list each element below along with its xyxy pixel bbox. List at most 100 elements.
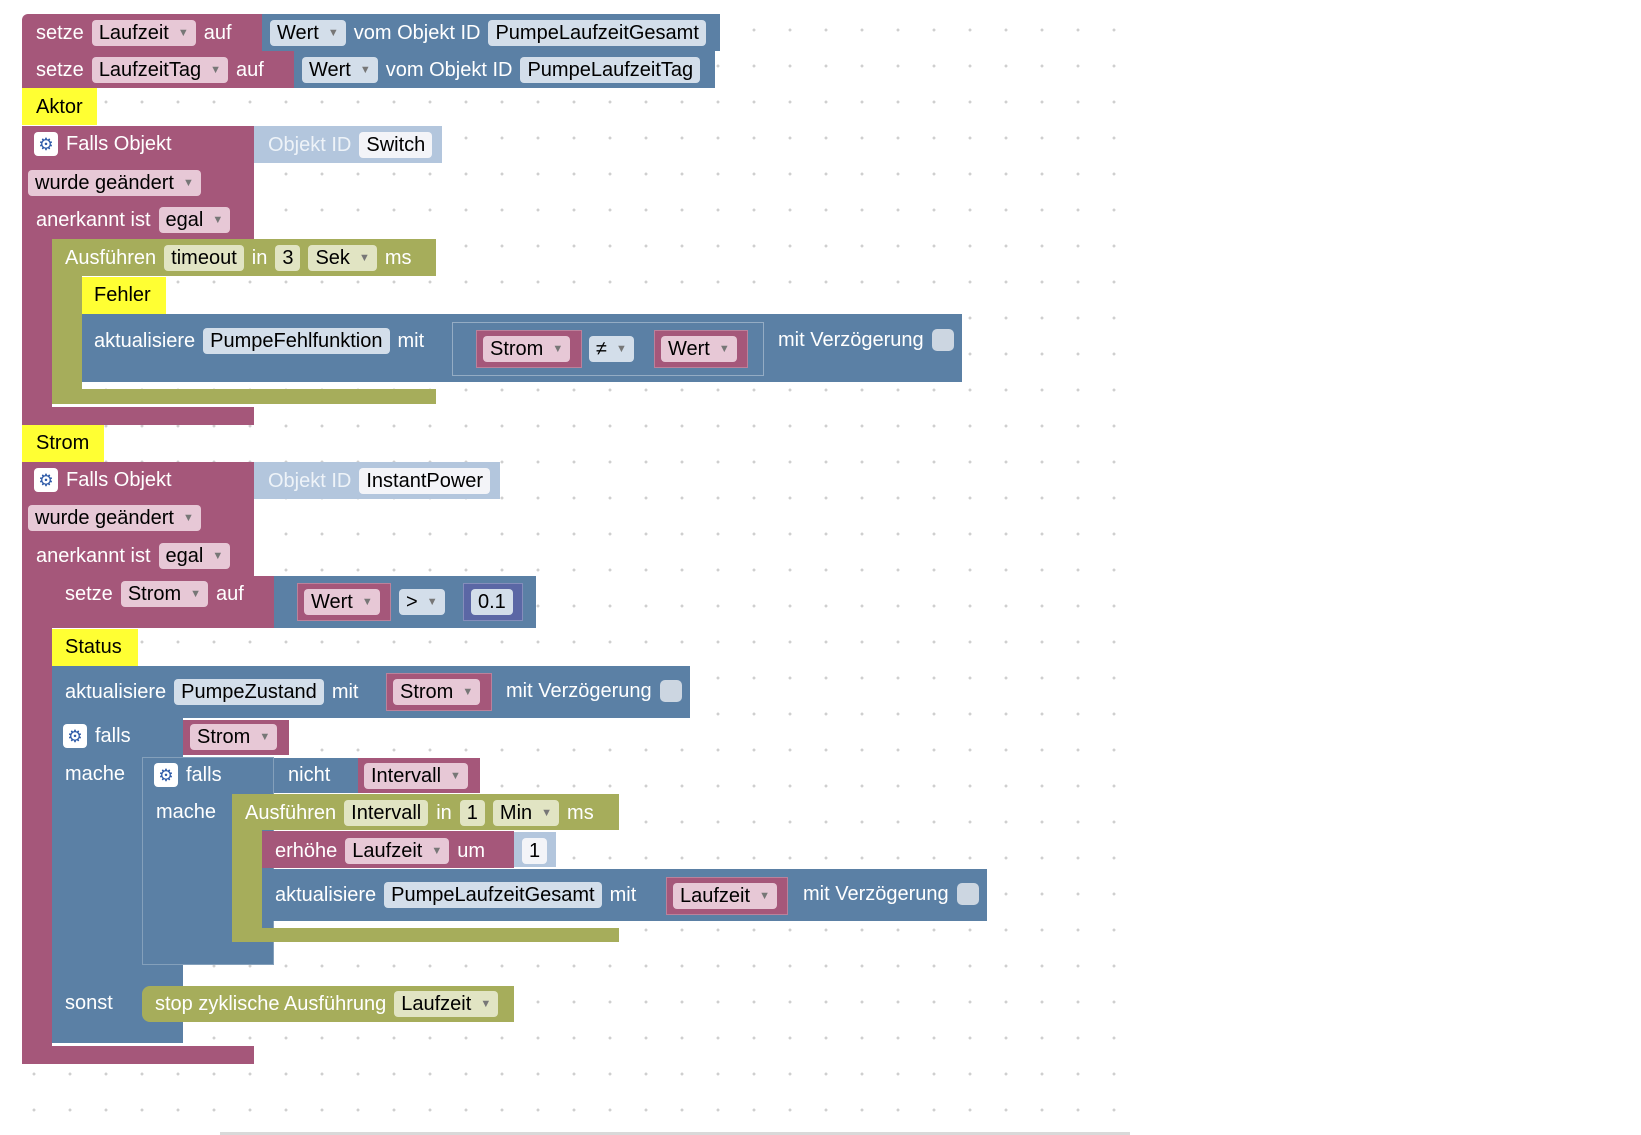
- dropdown-arrow-icon: ▼: [259, 731, 271, 743]
- comment-block[interactable]: [82, 277, 166, 314]
- dropdown-arrow-icon: ▼: [361, 596, 373, 608]
- with-label: mit: [397, 330, 425, 352]
- comment-block[interactable]: [52, 629, 138, 666]
- delay-number-field[interactable]: 3: [275, 245, 301, 271]
- variable-dropdown[interactable]: Strom▼: [120, 581, 209, 607]
- dropdown-arrow-icon: ▼: [450, 770, 461, 782]
- interval-bottom-arm: [232, 928, 619, 942]
- gear-icon[interactable]: ⚙: [63, 724, 87, 748]
- variable-dropdown[interactable]: Intervall▼: [364, 763, 468, 789]
- variable-dropdown[interactable]: Strom▼: [393, 679, 481, 705]
- property-dropdown[interactable]: Wert▼: [270, 20, 346, 46]
- variable-dropdown[interactable]: Wert▼: [661, 336, 737, 362]
- of-object-label: vom Objekt ID: [385, 59, 513, 81]
- trigger-label: Falls Objekt: [66, 133, 172, 155]
- state-id-field[interactable]: PumpeLaufzeitGesamt: [384, 882, 602, 908]
- dropdown-arrow-icon: ▼: [615, 343, 627, 355]
- state-id-field[interactable]: PumpeFehlfunktion: [203, 328, 390, 354]
- state-id-field[interactable]: PumpeZustand: [174, 679, 324, 705]
- dropdown-arrow-icon: ▼: [210, 64, 221, 76]
- dropdown-arrow-icon: ▼: [426, 596, 438, 608]
- variable-dropdown[interactable]: Strom▼: [190, 724, 278, 750]
- delay-label: mit Verzögerung: [803, 883, 949, 905]
- gear-icon[interactable]: ⚙: [34, 468, 58, 492]
- dropdown-arrow-icon: ▼: [358, 252, 370, 264]
- delay-checkbox[interactable]: [659, 680, 682, 702]
- comment-text: Status: [65, 636, 122, 658]
- variable-dropdown[interactable]: LaufzeitTag▼: [91, 57, 228, 83]
- delay-label: mit Verzögerung: [506, 680, 652, 702]
- dropdown-arrow-icon: ▼: [327, 27, 339, 39]
- ack-label: anerkannt ist: [36, 209, 151, 231]
- dropdown-arrow-icon: ▼: [190, 588, 202, 600]
- object-id-field[interactable]: Switch: [359, 132, 433, 158]
- trigger-bottom-arm: [22, 407, 254, 425]
- variable-dropdown[interactable]: Laufzeit▼: [673, 883, 777, 909]
- comment-block[interactable]: [22, 425, 104, 462]
- gear-icon[interactable]: ⚙: [34, 132, 58, 156]
- change-type-dropdown[interactable]: wurde geändert▼: [28, 505, 201, 531]
- not-block[interactable]: [274, 758, 358, 793]
- of-object-label: vom Objekt ID: [353, 22, 481, 44]
- dropdown-arrow-icon: ▼: [182, 512, 194, 524]
- else-label: sonst: [65, 992, 113, 1014]
- property-dropdown[interactable]: Wert▼: [302, 57, 378, 83]
- dropdown-arrow-icon: ▼: [212, 214, 224, 226]
- interval-number-field[interactable]: 1: [459, 800, 485, 826]
- ack-dropdown[interactable]: egal▼: [158, 543, 231, 569]
- ack-dropdown[interactable]: egal▼: [158, 207, 231, 233]
- in-label: in: [251, 247, 268, 269]
- trigger-bottom-arm: [22, 1046, 254, 1064]
- dropdown-arrow-icon: ▼: [182, 177, 194, 189]
- object-id-label: Objekt ID: [268, 470, 352, 492]
- unit-dropdown[interactable]: Min▼: [492, 800, 560, 826]
- interval-variable-dropdown[interactable]: Laufzeit▼: [394, 991, 499, 1017]
- do-label: mache: [156, 801, 217, 823]
- object-id-field[interactable]: PumpeLaufzeitTag: [520, 57, 701, 83]
- execute-label: Ausführen: [245, 802, 337, 824]
- object-id-field[interactable]: PumpeLaufzeitGesamt: [488, 20, 706, 46]
- update-block-laufzeitgesamt[interactable]: [262, 869, 987, 921]
- number-field[interactable]: 1: [522, 838, 548, 864]
- variable-dropdown[interactable]: Laufzeit▼: [345, 838, 450, 864]
- set-keyword: setze: [36, 22, 84, 44]
- if-label: falls: [186, 764, 222, 786]
- dropdown-arrow-icon: ▼: [759, 890, 770, 902]
- ack-label: anerkannt ist: [36, 545, 151, 567]
- gear-icon[interactable]: ⚙: [154, 763, 178, 787]
- interval-name-field[interactable]: Intervall: [344, 800, 429, 826]
- object-id-field[interactable]: InstantPower: [359, 468, 491, 494]
- update-block-zustand[interactable]: [52, 666, 690, 718]
- by-label: um: [457, 840, 486, 862]
- trigger-left-arm: [22, 239, 52, 411]
- set-keyword: setze: [65, 583, 113, 605]
- change-type-dropdown[interactable]: wurde geändert▼: [28, 170, 201, 196]
- delay-checkbox[interactable]: [956, 883, 979, 905]
- set-keyword: setze: [36, 59, 84, 81]
- dropdown-arrow-icon: ▼: [480, 998, 492, 1010]
- timeout-name-field[interactable]: timeout: [164, 245, 244, 271]
- in-label: in: [436, 802, 452, 824]
- trigger-label: Falls Objekt: [66, 469, 172, 491]
- variable-dropdown[interactable]: Wert▼: [304, 589, 380, 615]
- dropdown-arrow-icon: ▼: [431, 845, 443, 857]
- update-label: aktualisiere: [65, 681, 167, 703]
- operator-dropdown[interactable]: >▼: [399, 589, 445, 615]
- blockly-workspace[interactable]: setze Laufzeit▼ auf Wert▼ vom Objekt ID …: [0, 0, 1135, 1135]
- to-keyword: auf: [216, 583, 244, 605]
- unit-dropdown[interactable]: Sek▼: [308, 245, 377, 271]
- operator-dropdown[interactable]: ≠▼: [589, 336, 634, 362]
- timeout-bottom-arm: [52, 389, 436, 404]
- delay-checkbox[interactable]: [931, 329, 954, 351]
- variable-dropdown[interactable]: Strom▼: [483, 336, 571, 362]
- number-field[interactable]: 0.1: [471, 589, 513, 615]
- dropdown-arrow-icon: ▼: [177, 27, 189, 39]
- to-keyword: auf: [236, 59, 264, 81]
- comment-text: Strom: [36, 432, 90, 454]
- variable-dropdown[interactable]: Laufzeit▼: [91, 20, 196, 46]
- comment-text: Fehler: [94, 284, 151, 306]
- comment-block[interactable]: [22, 88, 97, 125]
- update-label: aktualisiere: [275, 884, 377, 906]
- update-label: aktualisiere: [94, 330, 196, 352]
- if-label: falls: [95, 725, 131, 747]
